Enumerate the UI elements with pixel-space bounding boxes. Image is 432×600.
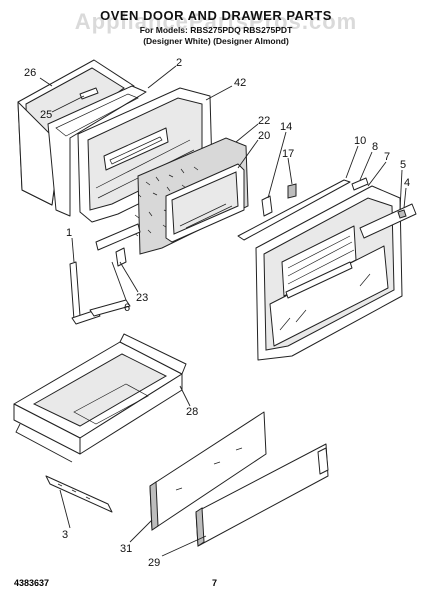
model-subtitle: For Models: RBS275PDQ RBS275PDT <box>139 25 293 35</box>
callout-5: 5 <box>400 159 406 171</box>
part-31-drawer-panel <box>149 411 267 531</box>
callout-2: 2 <box>176 57 182 69</box>
callout-28: 28 <box>186 406 198 418</box>
part-2-door-frame <box>47 85 147 217</box>
part-26-outer-door-glass <box>17 59 135 206</box>
callout-3: 3 <box>62 529 68 541</box>
page-number: 7 <box>212 578 218 588</box>
part-29-drawer-front <box>195 443 329 547</box>
callout-17: 17 <box>282 148 294 160</box>
callout-20: 20 <box>258 130 270 142</box>
callout-7: 7 <box>384 151 390 163</box>
part-42-inner-door-panel <box>77 87 213 223</box>
watermark: AppliancePartsPros.com <box>74 9 358 34</box>
callout-22: 22 <box>258 115 270 127</box>
callout-6: 6 <box>124 302 130 314</box>
callout-26: 26 <box>24 67 36 79</box>
callout-25: 25 <box>40 109 52 121</box>
part-3-drawer-glide <box>45 475 113 513</box>
part-20-inner-door-glass <box>165 163 245 243</box>
callout-29: 29 <box>148 557 160 569</box>
callout-10: 10 <box>354 135 366 147</box>
part-7-outer-door <box>255 185 403 361</box>
page-title: OVEN DOOR AND DRAWER PARTS <box>100 8 332 23</box>
callout-14: 14 <box>280 121 292 133</box>
part-4-door-handle <box>359 203 417 239</box>
part-23-clip <box>115 247 127 267</box>
part-8-door-trim-side <box>351 177 369 191</box>
part-10-door-trim <box>237 179 351 241</box>
part-6-door-bottom-trim <box>95 223 141 251</box>
callout-4: 4 <box>404 177 410 189</box>
callout-labels: 26 25 2 42 22 20 14 17 10 8 7 5 4 1 6 23… <box>24 57 410 569</box>
callout-8: 8 <box>372 141 378 153</box>
model-colors-note: (Designer White) (Designer Almond) <box>143 36 289 46</box>
callout-31: 31 <box>120 543 132 555</box>
part-1-hinge-arm <box>69 261 131 325</box>
part-14-door-hinge <box>261 195 273 217</box>
callout-42: 42 <box>234 77 246 89</box>
leader-lines <box>39 65 407 557</box>
part-17-hinge-receptacle <box>287 183 297 199</box>
callout-23: 23 <box>136 292 148 304</box>
part-28-storage-drawer <box>13 333 187 463</box>
callout-1: 1 <box>66 227 72 239</box>
document-number: 4383637 <box>14 578 50 588</box>
